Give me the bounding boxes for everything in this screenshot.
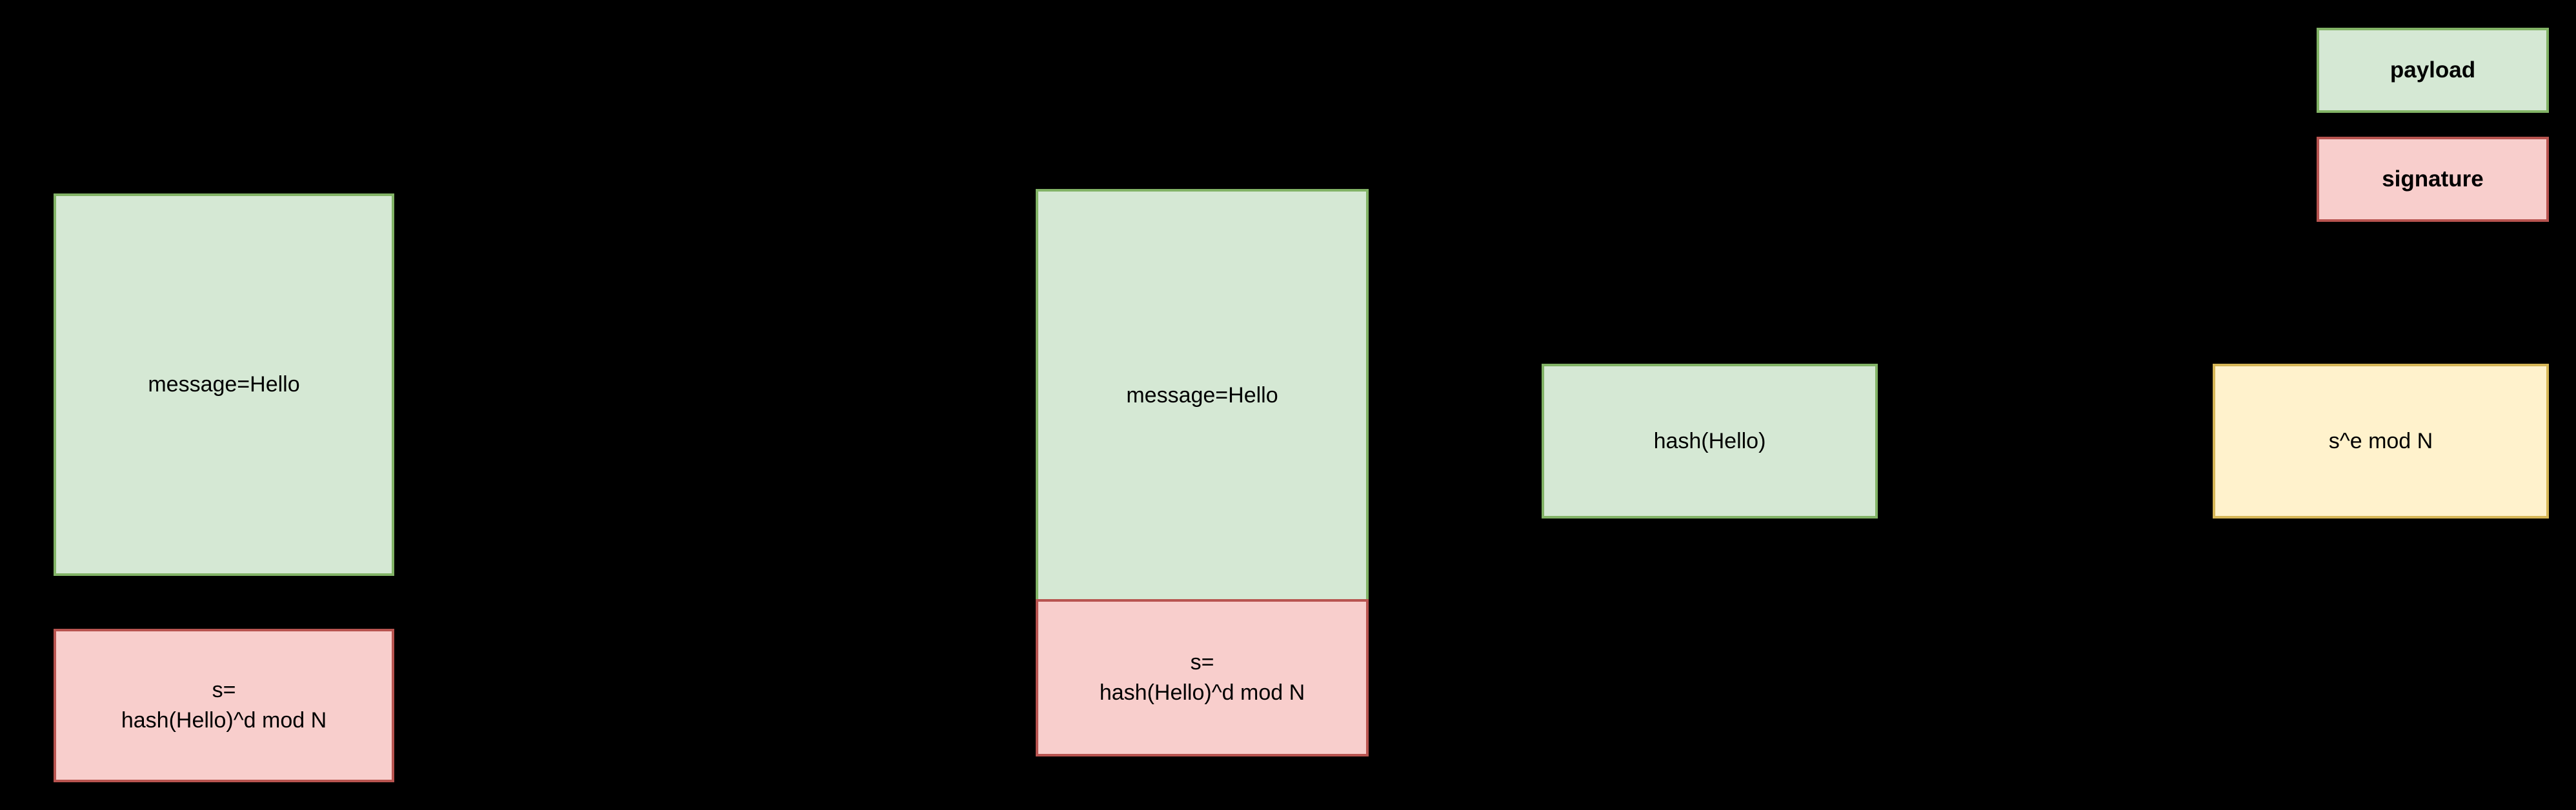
verify-box: s^e mod N <box>2213 364 2549 519</box>
signature-box-left: s= hash(Hello)^d mod N <box>54 629 394 782</box>
signature-box-left-line1: s= <box>212 678 236 703</box>
verify-box-label: s^e mod N <box>2328 428 2433 453</box>
legend-payload-label: payload <box>2390 57 2476 83</box>
legend-payload-swatch: payload <box>2317 28 2549 113</box>
signature-box-middle-line1: s= <box>1190 650 1214 675</box>
legend-signature-swatch: signature <box>2317 137 2549 222</box>
message-box-left-label: message=Hello <box>148 372 300 397</box>
message-box-middle-label: message=Hello <box>1126 382 1278 408</box>
signature-box-middle: s= hash(Hello)^d mod N <box>1036 599 1369 756</box>
message-box-left: message=Hello <box>54 193 394 576</box>
signature-box-middle-line2: hash(Hello)^d mod N <box>1099 680 1305 705</box>
hash-box: hash(Hello) <box>1542 364 1878 519</box>
legend-signature-label: signature <box>2382 166 2484 192</box>
message-box-middle: message=Hello <box>1036 189 1369 602</box>
hash-box-label: hash(Hello) <box>1653 428 1766 453</box>
signature-box-left-line2: hash(Hello)^d mod N <box>121 708 327 733</box>
